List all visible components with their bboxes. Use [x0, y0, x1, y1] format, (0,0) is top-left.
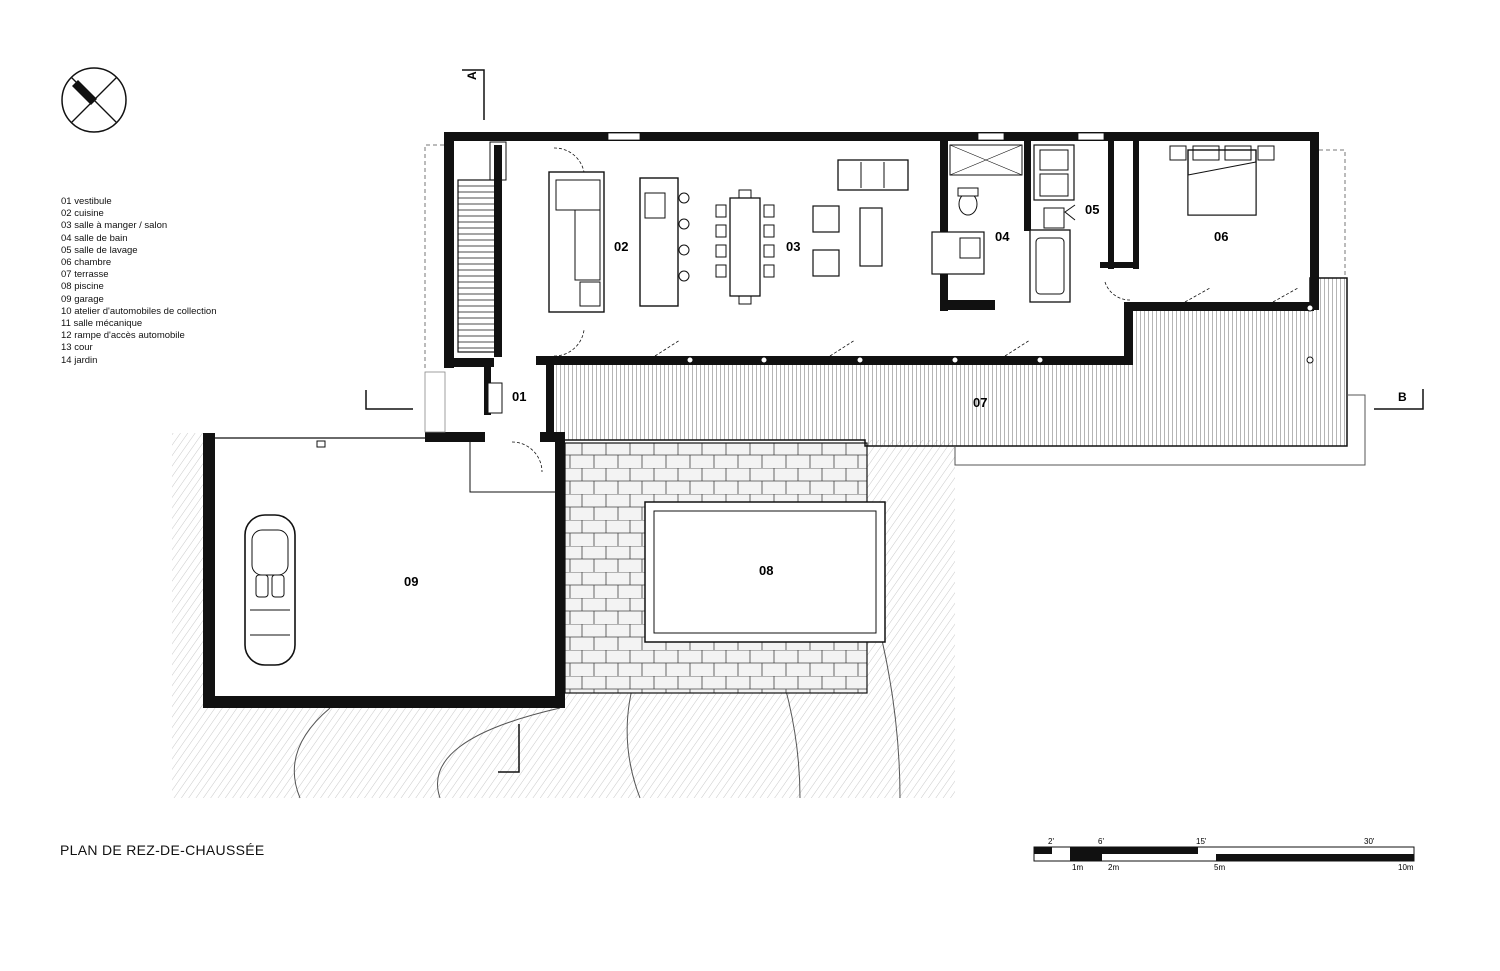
scale-ft-0: 2' — [1048, 837, 1054, 846]
bedroom — [1100, 141, 1275, 301]
scale-m-1: 2m — [1108, 863, 1119, 872]
room-09: 09 — [404, 574, 418, 589]
legend-item: 14 jardin — [61, 354, 98, 366]
section-marker-b: B — [1374, 389, 1424, 410]
terrace-doors — [654, 287, 1314, 364]
north-arrow-icon — [61, 67, 127, 133]
scale-ft-1: 6' — [1098, 837, 1104, 846]
terrace-edge — [954, 394, 1366, 466]
room-01: 01 — [512, 389, 526, 404]
section-label-b: B — [1398, 390, 1407, 404]
room-02: 02 — [614, 239, 628, 254]
legend-item: 03 salle à manger / salon — [61, 220, 168, 232]
plan-title: PLAN DE REZ-DE-CHAUSSÉE — [60, 842, 265, 858]
legend-item: 12 rampe d'accès automobile — [61, 330, 185, 342]
room-07: 07 — [973, 395, 987, 410]
house-walls — [424, 132, 1346, 370]
legend-item: 04 salle de bain — [61, 232, 128, 244]
vestibule-walls — [424, 362, 555, 493]
legend-item: 05 salle de lavage — [61, 244, 138, 256]
scale-m-0: 1m — [1072, 863, 1083, 872]
kitchen-island — [639, 177, 690, 307]
scale-bar: 2' 6' 15' 30' 1m 2m 5m 10m — [1033, 837, 1415, 872]
stair — [457, 141, 507, 357]
car-icon — [244, 514, 296, 666]
legend-item: 10 atelier d'automobiles de collection — [61, 305, 217, 317]
pool — [644, 501, 886, 643]
legend-item: 09 garage — [61, 293, 104, 305]
room-06: 06 — [1214, 229, 1228, 244]
scale-m-2: 5m — [1214, 863, 1225, 872]
kitchen-counter — [548, 147, 605, 357]
section-marker-a: A — [365, 69, 520, 773]
room-labels: 01 02 03 04 05 06 07 08 09 — [404, 202, 1228, 589]
legend-item: 13 cour — [61, 342, 93, 354]
bathroom — [931, 141, 1076, 311]
room-08: 08 — [759, 563, 773, 578]
room-03: 03 — [786, 239, 800, 254]
room-04: 04 — [995, 229, 1010, 244]
legend-item: 01 vestibule — [61, 196, 112, 207]
room-legend: 01 vestibule 02 cuisine 03 salle à mange… — [61, 196, 217, 367]
legend-item: 08 piscine — [61, 281, 104, 293]
scale-ft-3: 30' — [1364, 837, 1375, 846]
living-furniture — [812, 159, 909, 277]
legend-item: 06 chambre — [61, 257, 112, 269]
legend-item: 02 cuisine — [61, 208, 104, 220]
legend-item: 11 salle mécanique — [61, 318, 143, 330]
room-05: 05 — [1085, 202, 1099, 217]
scale-m-3: 10m — [1398, 863, 1414, 872]
section-label-a: A — [465, 71, 479, 80]
scale-ft-2: 15' — [1196, 837, 1207, 846]
dining-table — [715, 189, 775, 305]
legend-item: 07 terrasse — [61, 269, 109, 281]
